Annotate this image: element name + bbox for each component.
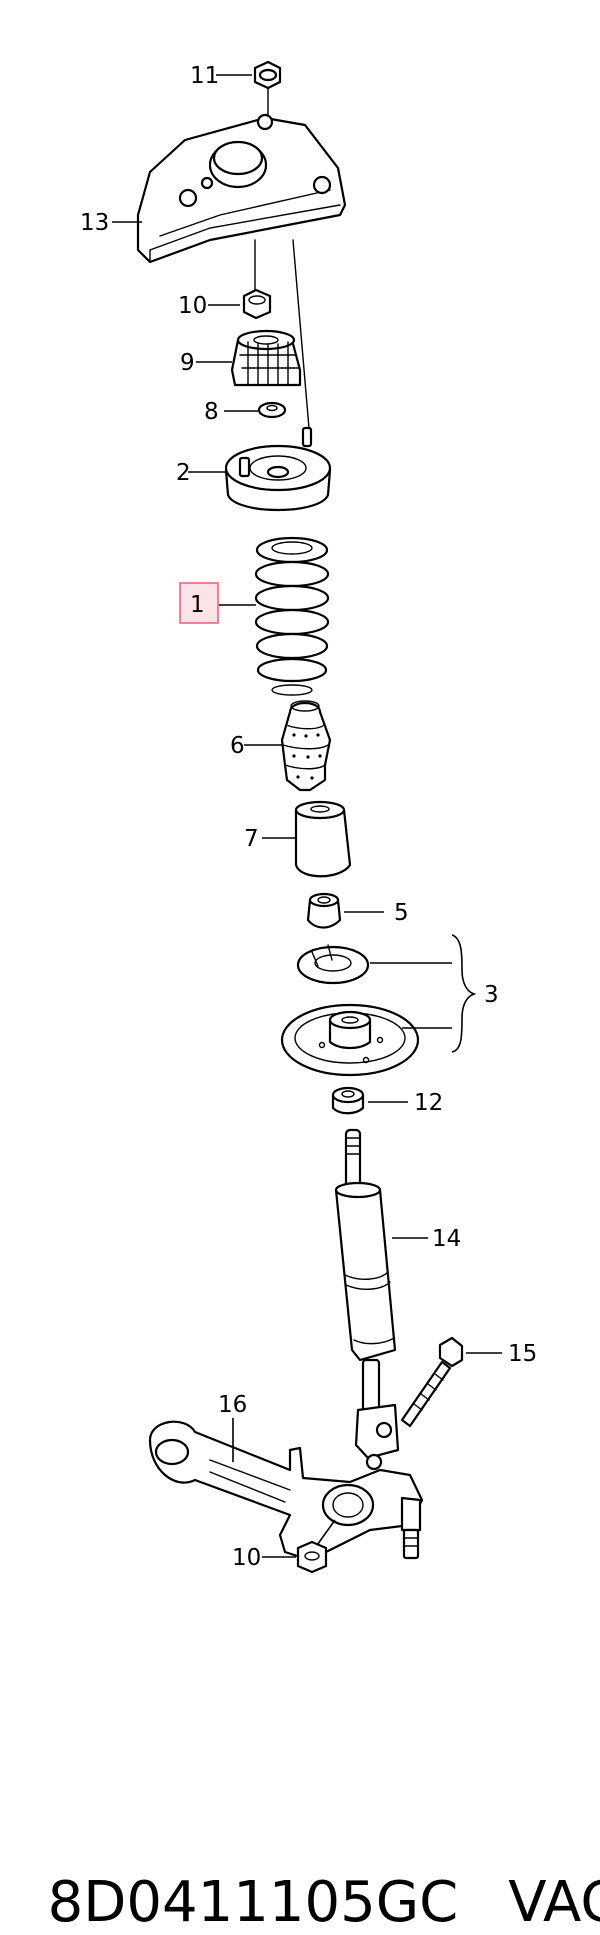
callout-6: 6 <box>230 733 245 759</box>
callout-7: 7 <box>244 826 259 852</box>
callout-10a: 10 <box>178 293 207 319</box>
part-15-bolt <box>400 1336 464 1428</box>
callout-14: 14 <box>432 1226 461 1252</box>
callout-11: 11 <box>190 63 219 89</box>
bracket-3 <box>451 934 477 1053</box>
callout-1-highlight <box>179 582 219 624</box>
part-number-footer: 8D0411105GC VAG <box>12 1805 600 1935</box>
callout-8: 8 <box>204 399 219 425</box>
part-16-control-arm <box>148 1420 424 1562</box>
callout-16: 16 <box>218 1392 247 1418</box>
callout-3: 3 <box>484 982 499 1008</box>
part-3-lower-seat-lower <box>280 1003 420 1077</box>
part-1-coil-spring <box>254 536 330 696</box>
callout-10b: 10 <box>232 1545 261 1571</box>
callout-9: 9 <box>180 350 195 376</box>
part-7-dust-boot <box>294 800 352 878</box>
callout-2: 2 <box>176 460 191 486</box>
part-number: 8D0411105GC <box>47 1870 459 1935</box>
part-9-bearing <box>230 329 302 387</box>
part-13-top-mount <box>136 113 347 264</box>
part-6-bump-stop <box>280 700 332 792</box>
part-11-nut <box>253 60 282 90</box>
part-10-lower-nut <box>296 1540 328 1574</box>
part-2-spring-seat <box>224 444 332 512</box>
callout-12: 12 <box>414 1090 443 1116</box>
part-14-shock-absorber <box>334 1128 397 1417</box>
callout-13: 13 <box>80 210 109 236</box>
part-10-upper-nut <box>242 288 272 320</box>
callout-15: 15 <box>508 1341 537 1367</box>
callout-5: 5 <box>394 900 409 926</box>
brand-name: VAG <box>508 1870 600 1935</box>
callout-1: 1 <box>190 592 205 618</box>
part-5-bushing <box>306 892 342 929</box>
part-3-lower-seat-upper <box>296 944 370 985</box>
exploded-suspension-diagram: 11 13 10 9 8 <box>80 60 537 1574</box>
part-12-washer <box>331 1086 365 1115</box>
part-14-clevis <box>354 1403 400 1471</box>
part-8-washer <box>257 401 287 419</box>
